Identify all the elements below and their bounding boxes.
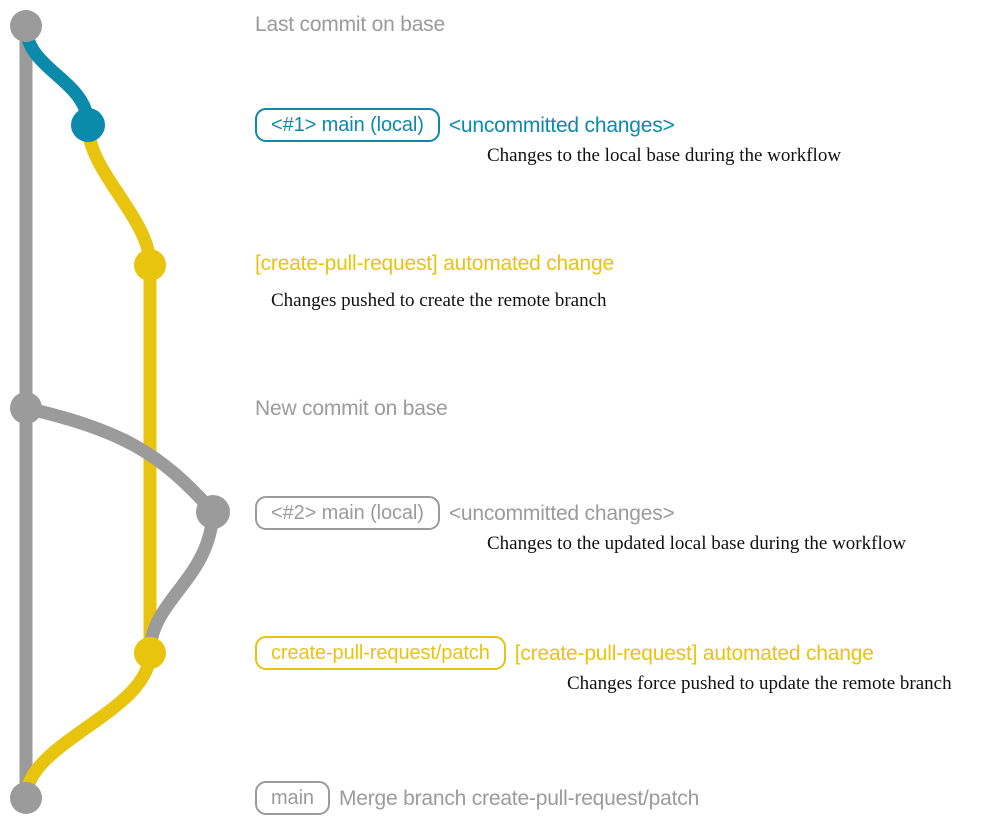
commit-graph: [10, 10, 230, 814]
edge-local-1-to-remote-1: [81, 118, 157, 272]
row-remote-branch-created: [create-pull-request] automated change: [255, 253, 614, 274]
commit-node-remote-1[interactable]: [134, 249, 166, 281]
commit-subject: [create-pull-request] automated change: [255, 252, 614, 275]
branch-label-main[interactable]: main: [255, 781, 330, 815]
commit-body: Changes to the local base during the wor…: [487, 145, 842, 166]
row-local-change-1-body: Changes to the local base during the wor…: [487, 146, 841, 166]
row-last-commit-on-base: Last commit on base: [255, 14, 445, 35]
headline: [create-pull-request] automated change: [255, 253, 614, 274]
edge-base-to-local-2: [19, 401, 220, 519]
row-local-change-1: <#1> main (local) <uncommitted changes>: [255, 108, 675, 142]
headline: create-pull-request/patch [create-pull-r…: [255, 636, 874, 670]
row-local-change-2-body: Changes to the updated local base during…: [487, 534, 906, 554]
row-remote-branch-updated: create-pull-request/patch [create-pull-r…: [255, 636, 874, 670]
commit-body: Changes force pushed to update the remot…: [567, 673, 952, 694]
commit-body: Changes pushed to create the remote bran…: [271, 290, 607, 311]
row-remote-branch-updated-body: Changes force pushed to update the remot…: [567, 674, 952, 694]
commit-node-merge[interactable]: [10, 782, 42, 814]
branch-label-create-pull-request-patch[interactable]: create-pull-request/patch: [255, 636, 506, 670]
commit-node-base-last[interactable]: [10, 10, 42, 42]
edge-base-to-local-1: [19, 19, 95, 132]
row-new-commit-on-base: New commit on base: [255, 397, 448, 420]
branch-label-main-local-2[interactable]: <#2> main (local): [255, 496, 440, 530]
commit-node-local-1[interactable]: [71, 108, 105, 142]
headline: <#2> main (local) <uncommitted changes>: [255, 496, 675, 530]
headline: main Merge branch create-pull-request/pa…: [255, 781, 699, 815]
commit-subject: New commit on base: [255, 397, 448, 420]
commit-subject: Merge branch create-pull-request/patch: [338, 786, 700, 810]
commit-node-base-new[interactable]: [10, 392, 42, 424]
commit-subject: <uncommitted changes>: [448, 501, 675, 525]
commit-body: Changes to the updated local base during…: [487, 533, 906, 554]
edge-local-2-to-remote-2: [143, 505, 220, 660]
row-remote-branch-created-body: Changes pushed to create the remote bran…: [271, 291, 607, 311]
commit-node-local-2[interactable]: [196, 495, 230, 529]
row-merge-commit: main Merge branch create-pull-request/pa…: [255, 781, 699, 815]
commit-subject: [create-pull-request] automated change: [514, 641, 874, 665]
row-local-change-2: <#2> main (local) <uncommitted changes>: [255, 496, 675, 530]
branch-label-main-local-1[interactable]: <#1> main (local): [255, 108, 440, 142]
commit-subject: Last commit on base: [255, 13, 445, 36]
headline: Last commit on base: [255, 14, 445, 35]
commit-subject: <uncommitted changes>: [448, 113, 675, 137]
commit-node-remote-2[interactable]: [134, 637, 166, 669]
edge-remote-2-to-merge: [19, 646, 157, 805]
headline: <#1> main (local) <uncommitted changes>: [255, 108, 675, 142]
headline: New commit on base: [255, 397, 448, 420]
